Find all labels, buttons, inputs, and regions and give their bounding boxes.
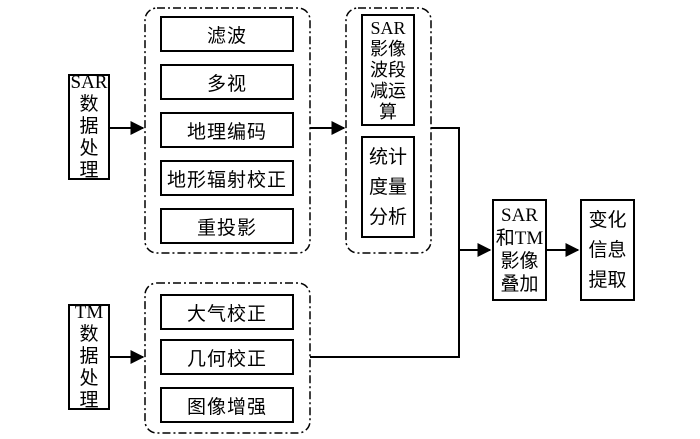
step-multilook: 多视 [160,64,294,100]
step-geocoding-label: 地理编码 [186,120,267,143]
sar-label-line-1: SAR [70,72,108,93]
step-multilook-label: 多视 [206,72,247,95]
stats-line-1: 统计 [368,146,407,168]
tm-label-line-3: 据 [79,346,99,367]
tm-label-line-2: 数 [79,324,99,345]
tm-label-line-5: 理 [79,390,99,411]
statistical-analysis-box: 统计 度量 分析 [361,136,415,238]
step-filtering: 滤波 [160,16,294,52]
band-op-line-4: 减运 [370,80,406,101]
extract-line-2: 信息 [588,239,627,261]
sar-label-line-4: 处 [79,138,99,159]
tm-label-line-4: 处 [79,368,99,389]
extract-line-3: 提取 [588,269,627,291]
step-geocoding: 地理编码 [160,112,294,148]
step-terrain-label: 地形辐射校正 [166,168,287,191]
overlay-line-4: 叠加 [500,274,539,295]
band-op-line-3: 波段 [370,59,406,80]
sar-data-processing-box: SAR 数 据 处 理 [68,72,110,181]
step-terrain-radiometric-correction: 地形辐射校正 [160,160,294,196]
connector-analysis-merge [431,127,460,250]
sar-processing-group [144,7,311,254]
overlay-line-2: 和TM [495,228,544,249]
tm-label-line-1: TM [74,302,104,323]
change-information-extraction-box: 变化 信息 提取 [580,199,635,301]
step-enhancement-label: 图像增强 [186,395,267,418]
sar-tm-overlay-box: SAR 和TM 影像 叠加 [492,199,547,301]
step-image-enhancement: 图像增强 [160,387,294,423]
overlay-line-1: SAR [501,205,538,226]
tm-processing-group [144,282,311,434]
step-filtering-label: 滤波 [206,24,247,47]
overlay-line-3: 影像 [500,251,539,272]
step-atmospheric-correction: 大气校正 [160,294,294,330]
step-reprojection: 重投影 [160,208,294,244]
connector-tm-merge [310,250,460,358]
step-geometric-label: 几何校正 [186,347,267,370]
step-reprojection-label: 重投影 [196,216,257,239]
band-op-line-1: SAR [370,17,406,38]
sar-label-line-2: 数 [79,94,99,115]
sar-label-line-5: 理 [79,160,99,181]
tm-data-processing-box: TM 数 据 处 理 [68,302,110,411]
sar-band-subtraction-box: SAR 影像 波段 减运 算 [361,14,415,126]
sar-label-line-3: 据 [79,116,99,137]
stats-line-3: 分析 [368,206,407,228]
extract-line-1: 变化 [588,209,627,231]
step-atmospheric-label: 大气校正 [186,302,267,325]
stats-line-2: 度量 [368,176,407,198]
band-op-line-5: 算 [379,101,397,122]
step-geometric-correction: 几何校正 [160,339,294,375]
band-op-line-2: 影像 [370,38,406,59]
